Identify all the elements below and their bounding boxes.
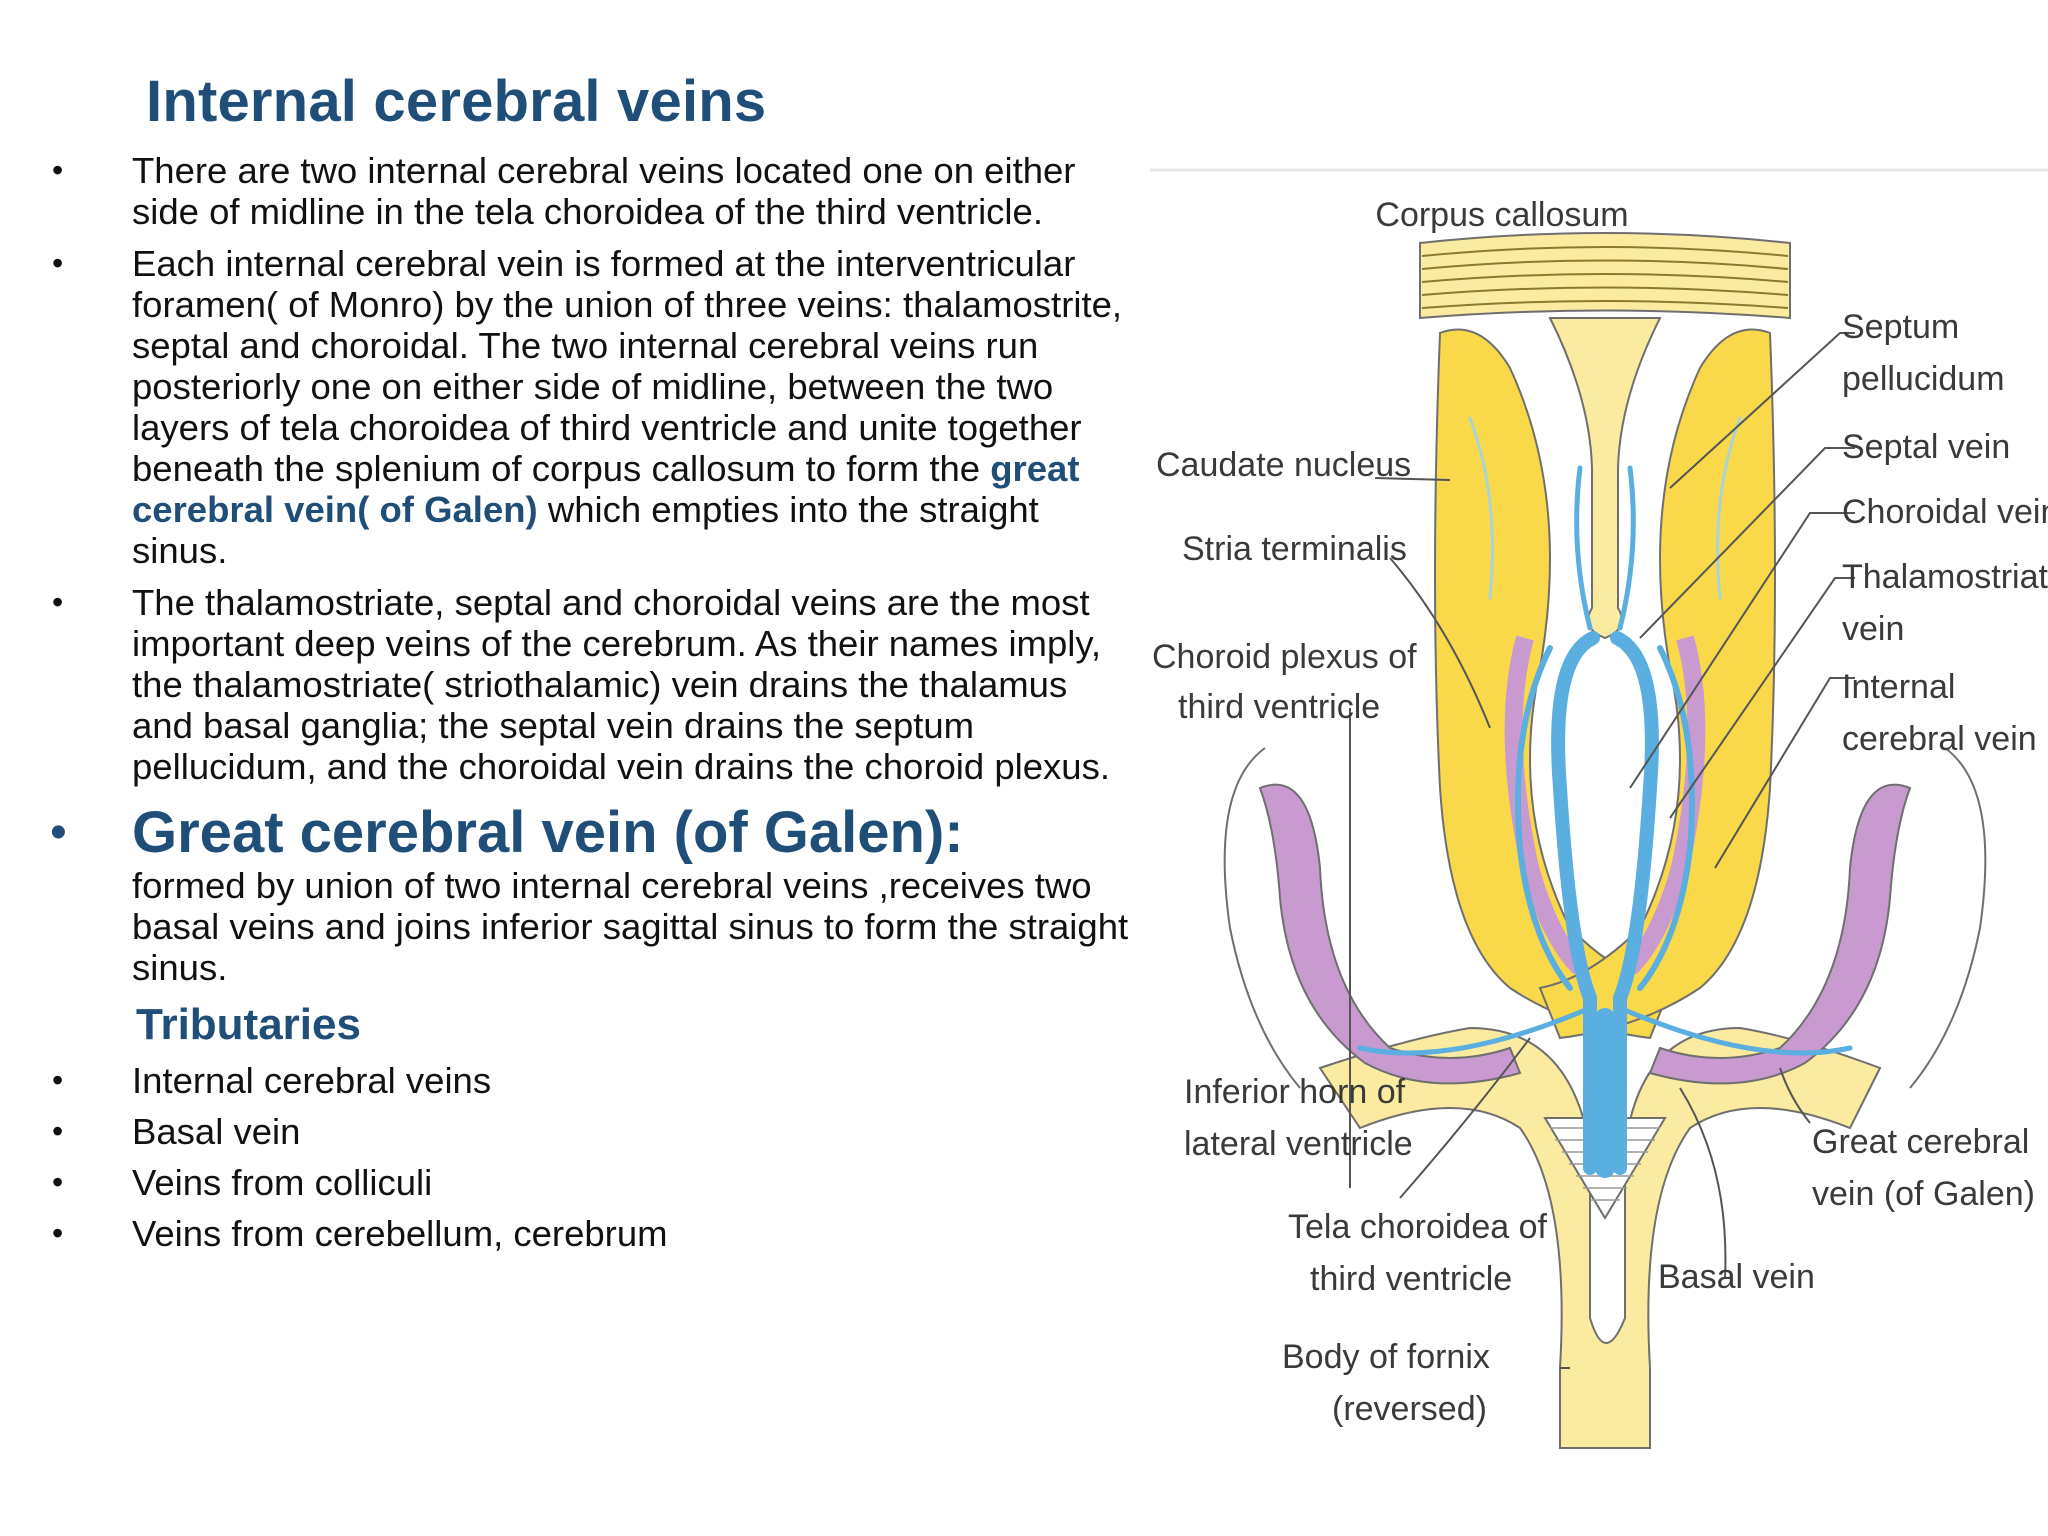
- label-internal-cerebral-2: cerebral vein: [1842, 720, 2037, 758]
- label-inferior-horn-2: lateral ventricle: [1184, 1125, 1413, 1163]
- label-tela-choroidea: Tela choroidea of: [1288, 1208, 1548, 1246]
- leader-lines: [1349, 332, 1855, 1369]
- label-inferior-horn: Inferior horn of: [1184, 1073, 1406, 1111]
- label-caudate-nucleus: Caudate nucleus: [1156, 446, 1411, 484]
- label-great-cerebral: Great cerebral: [1812, 1123, 2029, 1161]
- bullet-dot: •: [52, 245, 64, 281]
- tributary-item: • Veins from cerebellum, cerebrum: [0, 1213, 1130, 1254]
- tributary-item: • Basal vein: [0, 1111, 1130, 1152]
- bullet-dot: •: [52, 1062, 64, 1098]
- label-septum-pellucidum: Septum: [1842, 308, 1959, 346]
- bullet-dot: •: [50, 806, 67, 859]
- fornix-shape: [1318, 1026, 1882, 1449]
- inferior-horn-left-outline: [1223, 747, 1301, 1089]
- choroid-plexus-left-shape: [1258, 783, 1522, 1085]
- tributary-text: Veins from cerebellum, cerebrum: [132, 1213, 668, 1254]
- galen-text: formed by union of two internal cerebral…: [132, 865, 1129, 988]
- inferior-horn-right-outline: [1909, 747, 1987, 1089]
- label-body-of-fornix: Body of fornix: [1282, 1338, 1490, 1376]
- choroid-plexus-inner-left: [1504, 635, 1587, 975]
- figure-labels: Corpus callosum Septum pellucidum Septal…: [1152, 196, 2048, 1428]
- corpus-callosum-shape: [1419, 232, 1791, 320]
- bullet-item: • There are two internal cerebral veins …: [0, 150, 1130, 232]
- tributary-text: Basal vein: [132, 1111, 301, 1152]
- galen-section: • Great cerebral vein (of Galen): formed…: [0, 800, 1130, 989]
- label-thalamostriate: Thalamostriate: [1842, 558, 2048, 596]
- bullet-text: Each internal cerebral vein is formed at…: [132, 243, 1123, 489]
- bullet-dot: •: [52, 584, 64, 620]
- label-corpus-callosum: Corpus callosum: [1375, 196, 1628, 234]
- tributary-item: • Veins from colliculi: [0, 1162, 1130, 1203]
- label-septum-pellucidum-2: pellucidum: [1842, 360, 2005, 398]
- bullet-dot: •: [52, 152, 64, 188]
- label-choroid-plexus: Choroid plexus of: [1152, 638, 1417, 676]
- bullet-dot: •: [52, 1215, 64, 1251]
- anatomy-figure: Corpus callosum Septum pellucidum Septal…: [1150, 168, 2048, 1464]
- galen-heading: Great cerebral vein (of Galen):: [132, 800, 964, 865]
- bullet-text: The thalamostriate, septal and choroidal…: [132, 582, 1110, 787]
- bullet-item: • The thalamostriate, septal and choroid…: [0, 582, 1130, 787]
- bullet-item: • Each internal cerebral vein is formed …: [0, 243, 1130, 571]
- bullet-dot: •: [52, 1164, 64, 1200]
- tributary-text: Veins from colliculi: [132, 1162, 433, 1203]
- label-body-of-fornix-2: (reversed): [1332, 1390, 1487, 1428]
- veins: [1357, 416, 1853, 1178]
- bullet-text: which empties into the straight sinus.: [132, 489, 1039, 571]
- highlight-great-cerebral-vein: great cerebral vein( of Galen): [132, 448, 1080, 530]
- text-column: • There are two internal cerebral veins …: [0, 150, 1130, 1264]
- label-internal-cerebral: Internal: [1842, 668, 1955, 706]
- tributaries-heading: Tributaries: [136, 1000, 361, 1049]
- slide-title: Internal cerebral veins: [146, 69, 767, 134]
- bullet-dot: •: [52, 1113, 64, 1149]
- label-thalamostriate-2: vein: [1842, 610, 1904, 648]
- choroid-plexus-right-shape: [1648, 783, 1912, 1085]
- label-great-cerebral-2: vein (of Galen): [1812, 1175, 2035, 1213]
- septum-pellucidum-shape: [1548, 317, 1662, 640]
- label-septal-vein: Septal vein: [1842, 428, 2010, 466]
- label-tela-choroidea-2: third ventricle: [1310, 1260, 1512, 1298]
- label-choroid-plexus-2: third ventricle: [1178, 688, 1380, 726]
- label-stria-terminalis: Stria terminalis: [1182, 530, 1407, 568]
- tributary-item: • Internal cerebral veins: [0, 1060, 1130, 1101]
- label-basal-vein: Basal vein: [1658, 1258, 1815, 1296]
- bullet-text: There are two internal cerebral veins lo…: [132, 150, 1076, 232]
- tributary-text: Internal cerebral veins: [132, 1060, 492, 1101]
- deep-veins-diagram: Corpus callosum Septum pellucidum Septal…: [1150, 168, 2048, 1449]
- label-choroidal-vein: Choroidal vein: [1842, 493, 2048, 531]
